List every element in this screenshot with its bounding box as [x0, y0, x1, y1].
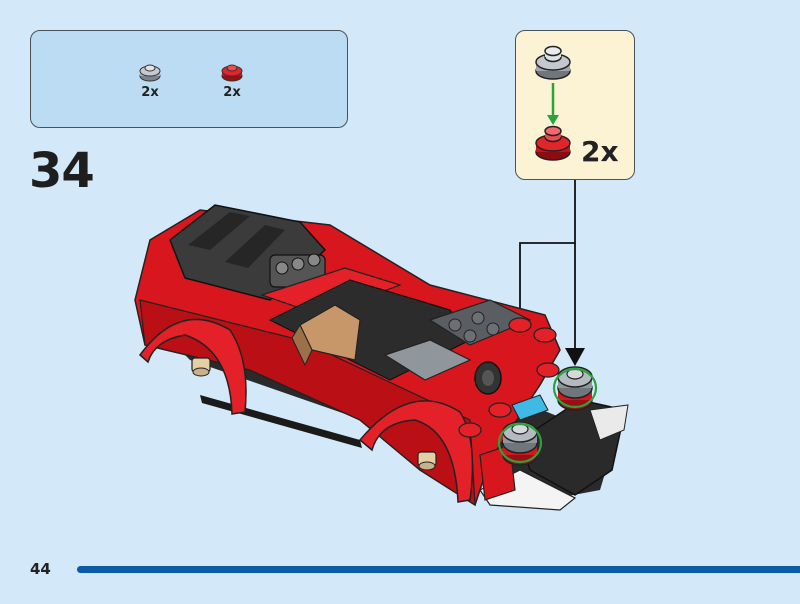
car-body — [134, 204, 629, 511]
parts-list-box: 2x 2x — [30, 30, 348, 128]
stacking-diagram — [535, 45, 571, 161]
footer-progress-bar — [77, 566, 800, 573]
front-axle-pin-icon — [417, 451, 437, 471]
page-number: 44 — [30, 560, 51, 578]
hood-studs — [458, 317, 560, 438]
steering-wheel-icon — [474, 361, 502, 395]
sub-assembly-callout: 2x — [515, 30, 635, 180]
part-gray-round-plate: 2x — [130, 61, 170, 100]
headlight-icon — [511, 394, 549, 421]
new-stacked-plate-rear — [552, 366, 598, 411]
new-stacked-plate-front — [497, 421, 543, 466]
callout-quantity: 2x — [581, 135, 619, 168]
callout-gray-plate-icon — [535, 45, 571, 80]
callout-red-plate-icon — [535, 125, 571, 161]
part-gray-quantity: 2x — [141, 85, 159, 100]
rear-axle-pin-icon — [191, 357, 211, 377]
step-number: 34 — [29, 143, 95, 199]
gray-round-plate-icon — [139, 64, 161, 82]
green-down-arrow-icon — [547, 83, 559, 125]
red-round-plate-icon — [221, 64, 243, 82]
part-red-quantity: 2x — [223, 85, 241, 100]
part-red-round-plate: 2x — [212, 61, 252, 100]
